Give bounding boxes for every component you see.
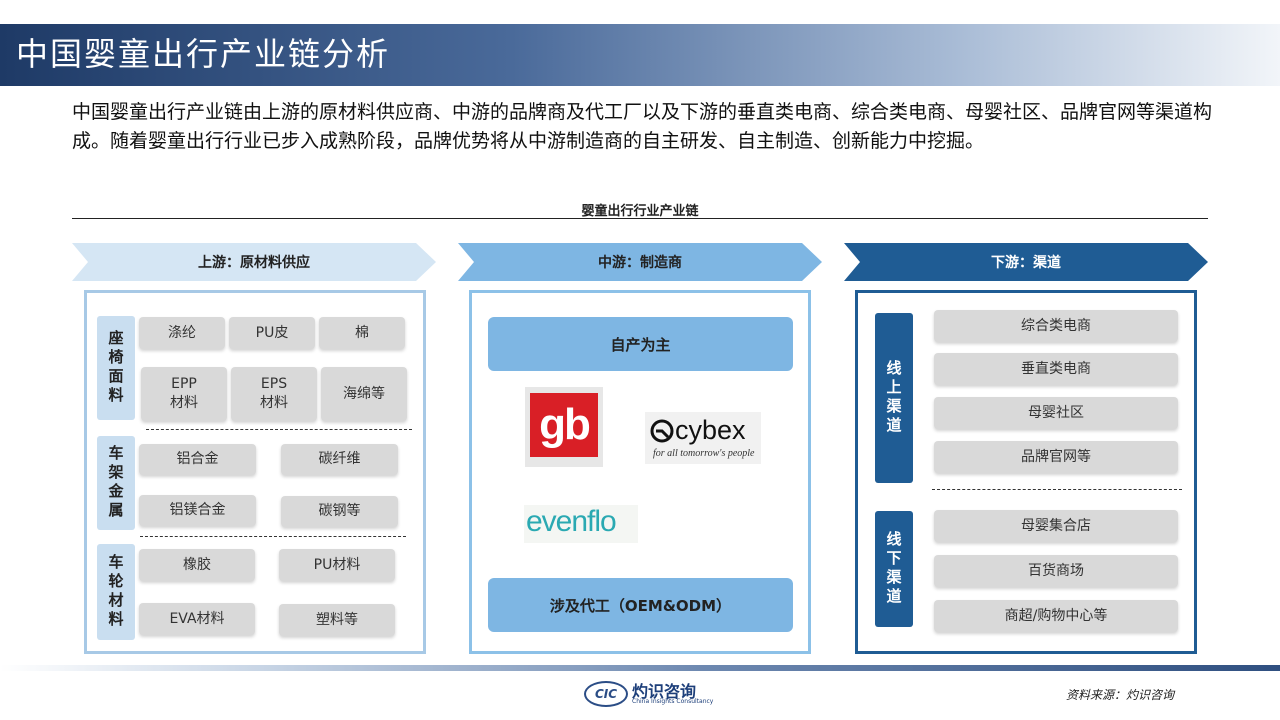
midstream-header: 中游：制造商 (458, 243, 822, 281)
evenflo-wordmark: evenflo (526, 505, 617, 538)
cybex-logo: cybex for all tomorrow's people (645, 412, 761, 464)
downstream-header: 下游：渠道 (844, 243, 1208, 281)
cic-mark-icon: CIC (584, 681, 628, 707)
channel-divider (932, 489, 1182, 490)
gb-logo: gb (525, 387, 603, 467)
cybex-symbol-icon (650, 419, 674, 442)
gb-logo-mark: gb (530, 393, 598, 457)
material-chip: 碳钢等 (281, 496, 398, 527)
material-chip: 涤纶 (139, 317, 225, 349)
title-divider (72, 218, 1208, 219)
group-divider (140, 536, 406, 537)
oem-odm-label: 涉及代工（OEM&ODM） (488, 578, 793, 632)
material-chip: 海绵等 (321, 367, 407, 421)
channel-chip: 商超/购物中心等 (934, 600, 1178, 632)
channel-chip: 垂直类电商 (934, 353, 1178, 385)
intro-paragraph: 中国婴童出行产业链由上游的原材料供应商、中游的品牌商及代工厂以及下游的垂直类电商… (72, 101, 1213, 152)
material-chip: 塑料等 (279, 604, 395, 636)
group-label-seat-fabric: 座椅面料 (97, 316, 135, 420)
upstream-header: 上游：原材料供应 (72, 243, 436, 281)
cic-logo: CIC 灼识咨询 China Insights Consultancy (584, 678, 714, 708)
evenflo-logo: evenflo (524, 505, 638, 543)
channel-chip: 母婴社区 (934, 397, 1178, 429)
material-chip: 碳纤维 (281, 444, 398, 475)
cic-name-en: China Insights Consultancy (632, 698, 714, 705)
chain-title: 婴童出行行业产业链 (581, 204, 699, 219)
self-production-label: 自产为主 (488, 317, 793, 371)
source-note: 资料来源：灼识咨询 (1066, 688, 1175, 702)
material-chip: PU皮 (229, 317, 315, 349)
material-chip: 棉 (319, 317, 405, 349)
material-chip: EPP 材料 (141, 367, 227, 421)
material-chip: 橡胶 (139, 549, 255, 581)
material-chip: EVA材料 (139, 603, 255, 635)
group-label-frame-metal: 车架金属 (97, 436, 135, 530)
group-divider (146, 429, 412, 430)
material-chip: PU材料 (279, 549, 395, 581)
group-label-wheel-material: 车轮材料 (97, 544, 135, 640)
channel-chip: 综合类电商 (934, 310, 1178, 342)
title-banner (0, 24, 1280, 86)
material-chip: 铝镁合金 (139, 495, 256, 526)
offline-channel-label: 线下渠道 (875, 511, 913, 627)
material-chip: EPS 材料 (231, 367, 317, 421)
cic-name-cn: 灼识咨询 (632, 682, 697, 701)
footer-gradient-line (0, 665, 1280, 671)
cybex-wordmark: cybex (675, 415, 746, 445)
channel-chip: 母婴集合店 (934, 510, 1178, 542)
online-channel-label: 线上渠道 (875, 313, 913, 483)
channel-chip: 百货商场 (934, 555, 1178, 587)
channel-chip: 品牌官网等 (934, 441, 1178, 473)
page-title: 中国婴童出行产业链分析 (16, 35, 391, 73)
material-chip: 铝合金 (139, 444, 256, 475)
cybex-tagline: for all tomorrow's people (653, 448, 755, 459)
